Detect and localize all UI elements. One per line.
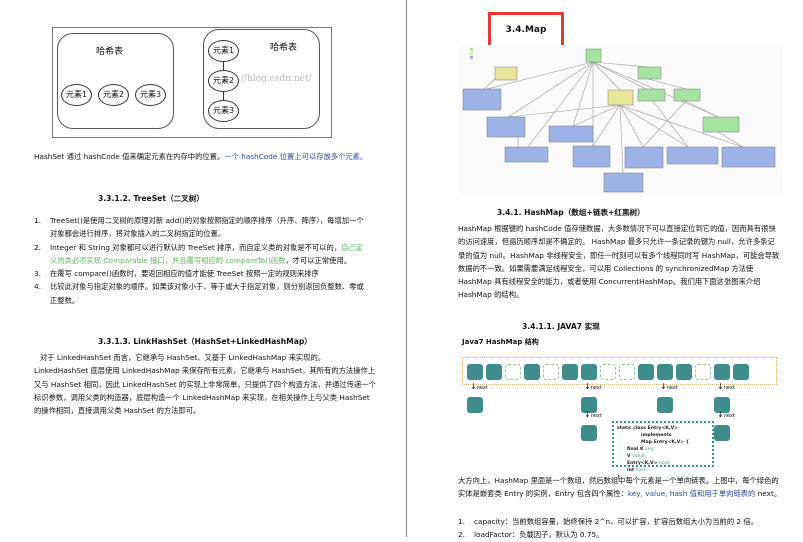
element-2: 元素2 — [208, 70, 239, 92]
next-arrow-icon: ↓next — [584, 410, 602, 419]
entry-bucket — [733, 364, 749, 380]
legend — [470, 48, 473, 59]
structure-paragraph: 大方向上，HashMap 里面是一个数组，然后数组中每个元素是一个单向链表。上图… — [458, 476, 782, 499]
java7-heading: 3.4.1.1. JAVA7 实现 — [522, 322, 600, 331]
class-boxes — [462, 48, 776, 193]
java7-caption: Java7 HashMap 结构 — [462, 338, 539, 346]
entry-bucket — [638, 364, 654, 380]
hash-bucket-array — [462, 357, 777, 385]
entry-bucket — [562, 364, 578, 380]
uml-class-identityhashmap — [572, 145, 611, 168]
treeset-heading: 3.3.1.2. TreeSet（二叉树） — [98, 194, 204, 203]
entry-bucket — [486, 364, 502, 380]
element-1: 元素1 — [208, 40, 239, 62]
empty-bucket — [695, 364, 711, 380]
hash-table-right: 哈希表 元素1 元素2 元素3 — [203, 29, 320, 129]
entry-node — [657, 397, 673, 413]
hashmap-params-list: 1.capacity：当前数组容量，始终保持 2^n，可以扩容，扩容后数组大小为… — [458, 515, 783, 542]
map-title-highlight: 3.4.Map — [488, 12, 564, 49]
entry-node — [467, 397, 483, 413]
entry-bucket — [676, 364, 692, 380]
list-item: 1.TreeSet()是使用二叉树的原理对新 add()的对象按照指定的顺序排序… — [34, 216, 364, 239]
page-divider — [406, 0, 407, 537]
inheritance-lines — [482, 61, 744, 174]
hash-table-left: 哈希表 元素1 元素2 元素3 — [57, 33, 174, 129]
entry-class-code: static class Entry<K,V> implements Map.E… — [612, 421, 714, 480]
empty-bucket — [505, 364, 521, 380]
element-1: 元素1 — [61, 84, 92, 106]
empty-bucket — [600, 364, 616, 380]
entry-node — [581, 397, 597, 413]
element-3: 元素3 — [208, 100, 239, 122]
next-arrow-icon: ↓next — [660, 382, 678, 391]
list-item: 4.比较此对象与指定对象的顺序。如果该对象小于、等于或大于指定对象，则分别返回负… — [34, 282, 364, 305]
hash-table-label: 哈希表 — [270, 43, 298, 53]
entry-bucket — [581, 364, 597, 380]
hash-table-label: 哈希表 — [96, 47, 124, 57]
uml-class-hashtable — [462, 88, 502, 111]
entry-bucket — [714, 364, 730, 380]
next-arrow-icon: ↓next — [717, 410, 735, 419]
treeset-list: 1.TreeSet()是使用二叉树的原理对新 add()的对象按照指定的顺序排序… — [34, 214, 364, 307]
empty-bucket — [619, 364, 635, 380]
uml-class-abstractmap — [607, 89, 634, 106]
uml-class-weakhashmap — [548, 125, 594, 143]
uml-class-concurrentskiplistmap — [721, 146, 776, 168]
hashset-diagram: 哈希表 元素1 元素2 元素3 哈希表 元素1 元素2 元素3 //blog.c… — [52, 27, 332, 138]
entry-bucket — [657, 364, 673, 380]
entry-node — [581, 425, 597, 441]
uml-class-hashmap — [486, 116, 526, 138]
next-arrow-icon: ↓next — [717, 382, 735, 391]
entry-bucket — [524, 364, 540, 380]
uml-class-treemap — [624, 146, 664, 169]
linkhashset-paragraph: 对于 LinkedHashSet 而言，它继承与 HashSet、又基于 Lin… — [34, 353, 376, 416]
entry-node — [714, 425, 730, 441]
uml-class-dictionary — [494, 66, 518, 81]
entry-node — [714, 397, 730, 413]
section-title: 3.4.Map — [505, 25, 547, 35]
uml-interface-navigablemap — [673, 88, 701, 102]
empty-bucket — [543, 364, 559, 380]
uml-class-enummap — [603, 172, 644, 193]
next-arrow-icon: ↓next — [470, 382, 488, 391]
list-item: 3.在覆写 compare()函数时，要返回相应的值才能使 TreeSet 按照… — [34, 269, 319, 279]
element-3: 元素3 — [135, 84, 166, 106]
next-arrow-icon: ↓next — [584, 382, 602, 391]
element-2: 元素2 — [98, 84, 129, 106]
uml-interface-sortedmap — [637, 66, 662, 80]
list-item: 2.Integer 和 String 对象都可以进行默认的 TreeSet 排序… — [34, 242, 364, 265]
hashset-paragraph: HashSet 通过 hashCode 值来确定元素在内存中的位置。一个 has… — [34, 152, 368, 161]
uml-interface-box — [637, 88, 666, 102]
map-class-hierarchy-diagram — [458, 45, 783, 195]
linkhashset-heading: 3.3.1.3. LinkHashSet（HashSet+LinkedHashM… — [98, 337, 312, 346]
entry-bucket — [467, 364, 483, 380]
watermark: //blog.csdn.net/ — [241, 74, 312, 84]
uml-interface-concurrentnavigablemap — [702, 116, 740, 133]
hashmap-paragraph: HashMap 根据键的 hashCode 值存储数据，大多数情况下可以直接定位… — [458, 224, 780, 300]
list-item: 2.loadFactor：负载因子，默认为 0.75。 — [458, 530, 604, 540]
uml-class-concurrenthashmap — [666, 146, 719, 165]
uml-class-linkedhashmap — [504, 146, 549, 163]
hashmap-heading: 3.4.1. HashMap（数组+链表+红黑树） — [497, 208, 645, 217]
list-item: 1.capacity：当前数组容量，始终保持 2^n，可以扩容，扩容后数组大小为… — [458, 517, 758, 526]
uml-interface-map — [585, 48, 602, 63]
